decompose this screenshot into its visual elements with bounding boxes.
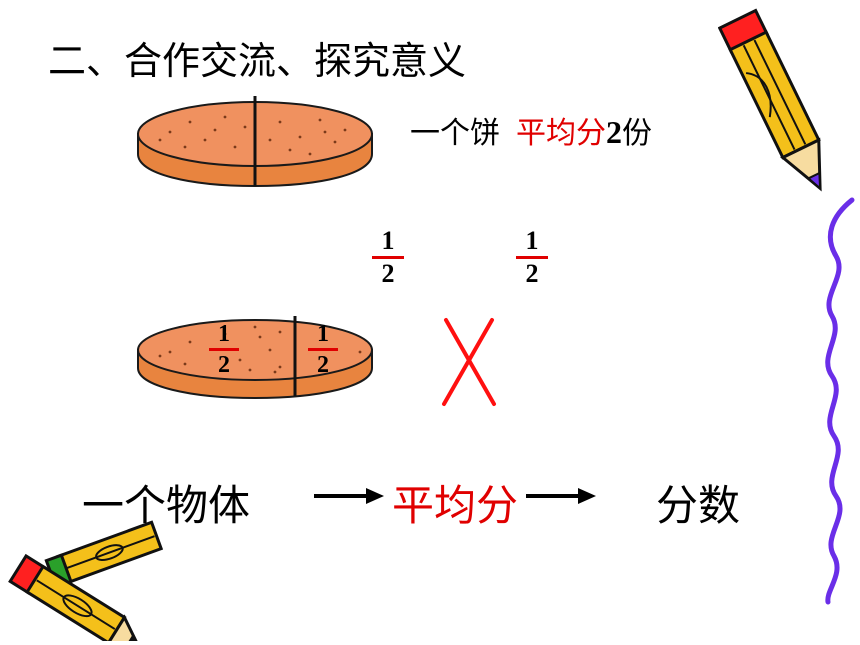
- description-highlight: 平均分: [516, 116, 606, 151]
- fraction-denominator: 2: [525, 259, 539, 288]
- cake-description: 一个饼平均分2份: [410, 108, 652, 152]
- fraction-numerator: 1: [525, 226, 539, 255]
- cake-icon-halved: [137, 96, 373, 188]
- fraction-right: 1 2: [516, 228, 548, 287]
- squiggle-border-icon: [825, 197, 855, 605]
- arrow-right-icon: [314, 488, 384, 504]
- slide-title: 二、合作交流、探究意义: [48, 39, 467, 83]
- description-prefix: 一个饼: [410, 116, 500, 151]
- description-count: 2: [606, 114, 622, 150]
- fraction-denominator: 2: [317, 352, 329, 378]
- fraction-denominator: 2: [218, 352, 230, 378]
- pencil-icon-pair: [8, 520, 164, 641]
- fraction-bar: [372, 256, 404, 259]
- cake-icon-unequal: [137, 316, 373, 400]
- cross-mark-icon: [442, 318, 496, 406]
- pencil-icon: [718, 8, 822, 192]
- flow-end: 分数: [656, 481, 741, 530]
- fraction-numerator: 1: [381, 226, 395, 255]
- flow-middle: 平均分: [392, 481, 519, 530]
- description-suffix: 份: [622, 116, 652, 151]
- fraction-bar: [209, 348, 239, 351]
- fraction-in-cake-left: 1 2: [209, 322, 239, 377]
- flow-start: 一个物体: [82, 481, 251, 530]
- fraction-bar: [308, 348, 338, 351]
- arrow-right-icon: [526, 488, 596, 504]
- fraction-numerator: 1: [218, 321, 230, 347]
- fraction-in-cake-right: 1 2: [308, 322, 338, 377]
- fraction-numerator: 1: [317, 321, 329, 347]
- fraction-bar: [516, 256, 548, 259]
- fraction-denominator: 2: [381, 259, 395, 288]
- fraction-left: 1 2: [372, 228, 404, 287]
